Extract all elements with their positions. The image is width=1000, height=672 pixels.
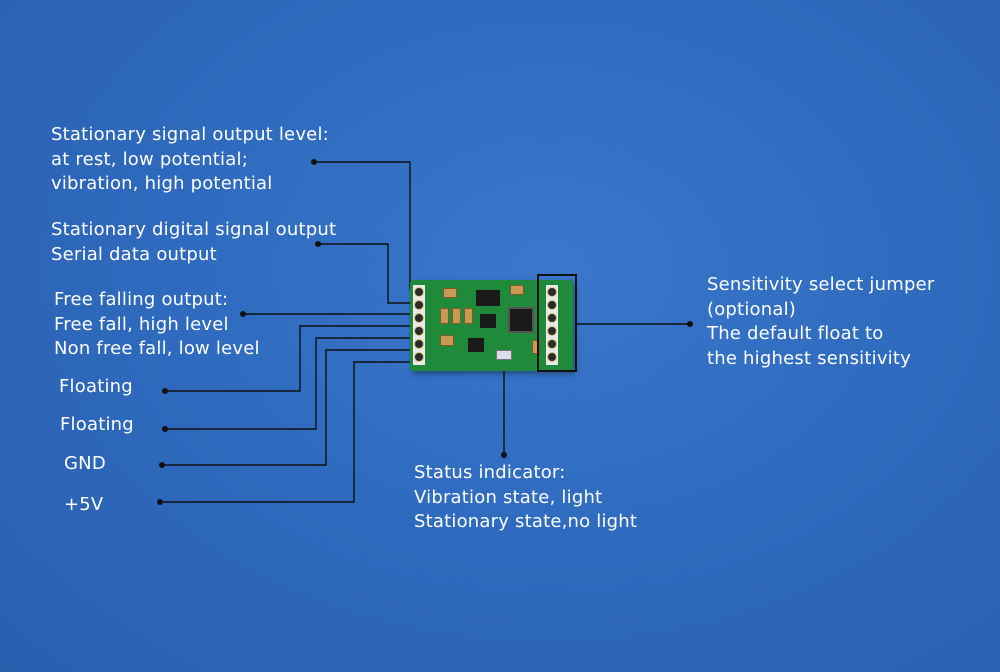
pin-pad (414, 313, 424, 323)
pin-pad (414, 287, 424, 297)
accelerometer-chip (508, 307, 534, 333)
pin-pad (547, 326, 557, 336)
dot-floating-1 (162, 388, 168, 394)
plus5v-label: +5V (64, 493, 103, 518)
gnd-label: GND (64, 452, 106, 477)
pin-pad (547, 300, 557, 310)
pin-pad (414, 300, 424, 310)
stationary-digital-label: Stationary digital signal output Serial … (51, 218, 336, 267)
label-line: Stationary state,no light (414, 511, 638, 532)
pin-pad (414, 352, 424, 362)
capacitor (464, 308, 473, 324)
line-plus5v (160, 361, 412, 503)
dot-free-falling (240, 311, 246, 317)
floating-label-2: Floating (60, 413, 134, 438)
jumper-highlight-box (537, 274, 577, 372)
label-line: Free falling output: (54, 289, 229, 310)
label-line: vibration, high potential (51, 173, 273, 194)
label-line: Floating (59, 376, 133, 397)
status-led (496, 350, 512, 360)
stationary-level-label: Stationary signal output level: at rest,… (51, 123, 329, 197)
label-line: Status indicator: (414, 462, 566, 483)
dot-stationary-level (311, 159, 317, 165)
status-indicator-label: Status indicator: Vibration state, light… (414, 461, 637, 535)
left-pin-header (413, 285, 425, 365)
regulator-chip (476, 290, 500, 306)
label-line: Stationary digital signal output (51, 219, 337, 240)
label-line: Non free fall, low level (54, 338, 260, 359)
sensitivity-jumper-label: Sensitivity select jumper (optional) The… (707, 273, 934, 371)
transistor-chip (468, 338, 484, 352)
capacitor (443, 288, 457, 298)
label-line: +5V (64, 494, 104, 515)
pin-pad (414, 326, 424, 336)
label-line: (optional) (707, 298, 796, 320)
free-falling-label: Free falling output: Free fall, high lev… (54, 288, 260, 362)
line-floating-2 (165, 337, 412, 430)
right-pin-header (546, 285, 558, 365)
line-stationary-digital (318, 243, 412, 304)
label-line: Sensitivity select jumper (707, 274, 935, 295)
dot-sensitivity (687, 321, 693, 327)
line-gnd (162, 349, 412, 466)
small-chip (480, 314, 496, 328)
pin-pad (547, 352, 557, 362)
capacitor (532, 340, 540, 354)
label-line: Floating (60, 414, 134, 435)
label-line: Vibration state, light (414, 486, 603, 508)
pin-pad (547, 287, 557, 297)
label-line: Stationary signal output level: (51, 124, 329, 145)
dot-status (501, 452, 507, 458)
dot-plus5v (157, 499, 163, 505)
label-line: Free fall, high level (54, 313, 229, 335)
pin-pad (547, 313, 557, 323)
dot-gnd (159, 462, 165, 468)
label-line: Serial data output (51, 243, 217, 265)
line-floating-1 (165, 325, 412, 392)
label-line: at rest, low potential; (51, 148, 248, 170)
floating-label-1: Floating (59, 375, 133, 400)
dot-floating-2 (162, 426, 168, 432)
capacitor (510, 285, 524, 295)
sensor-module-board (410, 280, 573, 371)
label-line: the highest sensitivity (707, 347, 911, 369)
dot-stationary-digital (315, 241, 321, 247)
pin-pad (414, 339, 424, 349)
pin-pad (547, 339, 557, 349)
line-stationary-level (314, 161, 411, 290)
label-line: GND (64, 453, 106, 474)
capacitor (440, 308, 449, 324)
capacitor (452, 308, 461, 324)
capacitor (440, 335, 454, 346)
label-line: The default float to (707, 323, 884, 344)
